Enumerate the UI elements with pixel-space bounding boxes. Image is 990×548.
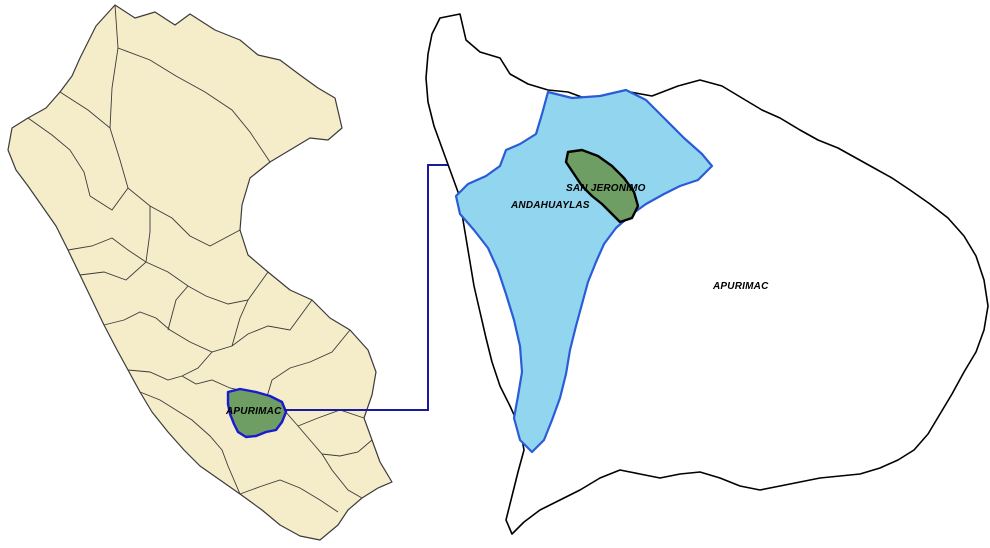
andahuaylas-province-shape — [454, 88, 714, 454]
apurimac-region-label: APURIMAC — [712, 281, 769, 292]
san-jeronimo-label: SAN JERONIMO — [566, 183, 646, 194]
department-borders — [27, 4, 373, 513]
peru-outline — [7, 4, 393, 541]
andahuaylas-label: ANDAHUAYLAS — [510, 200, 590, 211]
peru-map: APURIMAC — [7, 4, 393, 541]
apurimac-detail-map: SAN JERONIMO ANDAHUAYLAS APURIMAC — [425, 13, 989, 535]
san-jeronimo-district-shape — [564, 148, 640, 224]
peru-apurimac-label: APURIMAC — [225, 406, 282, 417]
apurimac-region-shape — [226, 387, 288, 439]
